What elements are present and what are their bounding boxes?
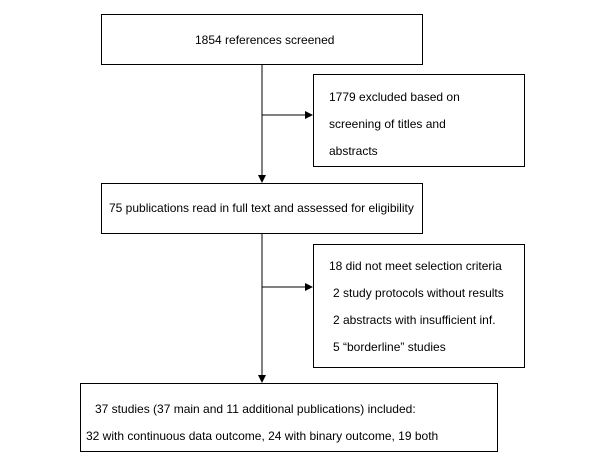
- full-text-box: [101, 183, 423, 234]
- excluded-line-1: 1779 excluded based on: [329, 90, 460, 104]
- excluded-line-3: abstracts: [329, 144, 378, 158]
- screened-label: 1854 references screened: [195, 33, 335, 47]
- full-text-label: 75 publications read in full text and as…: [109, 201, 414, 215]
- not-met-line-3: 2 abstracts with insufficient inf.: [333, 313, 496, 327]
- screened-box: [101, 14, 423, 65]
- not-met-criteria-box: [313, 244, 525, 368]
- not-met-line-4: 5 “borderline” studies: [333, 340, 446, 354]
- included-line-1: 37 studies (37 main and 11 additional pu…: [95, 402, 416, 416]
- included-box: [80, 383, 498, 452]
- excluded-line-2: screening of titles and: [329, 117, 446, 131]
- excluded-titles-box: [313, 74, 525, 167]
- included-line-2: 32 with continuous data outcome, 24 with…: [86, 429, 439, 443]
- not-met-line-2: 2 study protocols without results: [333, 286, 504, 300]
- not-met-line-1: 18 did not meet selection criteria: [329, 259, 502, 273]
